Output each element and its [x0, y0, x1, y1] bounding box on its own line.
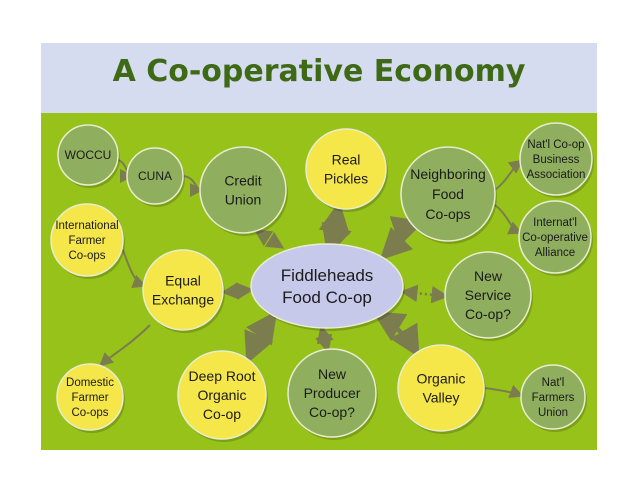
node-label-line: New	[474, 268, 503, 284]
equal-exchange-domestic-connector	[99, 324, 151, 367]
node-label-line: Co-ops	[68, 250, 105, 262]
node-label-line: Business	[533, 154, 580, 166]
node-label-line: Alliance	[535, 247, 575, 259]
organic-valley-nfu-connector	[484, 384, 524, 399]
node-label-line: Valley	[422, 389, 459, 405]
node-label-line: Association	[527, 169, 586, 181]
node-label-line: Co-op?	[309, 404, 355, 420]
node-bubble	[56, 363, 124, 431]
node-label-line: Co-op?	[465, 306, 511, 322]
node-bubble	[126, 147, 184, 205]
node-label-line: Deep Root	[189, 368, 256, 384]
node-bubble	[199, 146, 287, 234]
node-bubble	[142, 249, 224, 331]
node-label-line: Co-op	[203, 406, 241, 422]
node-bubble	[250, 243, 404, 329]
node-label-line: Producer	[304, 385, 361, 401]
credit-union-center-connector	[253, 229, 285, 249]
node-bubble	[177, 350, 267, 440]
center-organic-valley-connector	[372, 311, 420, 358]
node-label-line: Co-ops	[71, 407, 108, 419]
node-label-line: Co-operative	[522, 232, 588, 244]
node-label-line: Pickles	[324, 170, 368, 186]
node-bubble	[305, 128, 387, 210]
neighboring-ncba-connector	[494, 159, 524, 191]
node-bubble	[518, 200, 592, 274]
node-label-line: Real	[332, 151, 361, 167]
node-label-line: Equal	[165, 272, 201, 288]
node-label-line: Farmer	[68, 235, 105, 247]
node-bubble	[397, 344, 485, 432]
woccu-node: WOCCU	[57, 124, 120, 188]
node-label-line: Nat'l	[542, 377, 565, 389]
node-label-line: Internat'l	[533, 217, 577, 229]
node-label-line: WOCCU	[65, 148, 112, 162]
node-label-line: Nat'l Co-op	[527, 139, 584, 151]
diagram-title: A Co-operative Economy	[112, 54, 526, 89]
center-new-producer-connector	[315, 325, 334, 353]
cuna-node: CUNA	[126, 147, 185, 207]
node-label-line: Service	[465, 287, 512, 303]
node-label-line: Food Co-op	[282, 288, 372, 307]
node-label-line: Organic	[416, 370, 465, 386]
node-bubble	[50, 203, 124, 277]
node-label-line: Organic	[197, 387, 246, 403]
node-label-line: Exchange	[152, 291, 214, 307]
node-label-line: Co-ops	[425, 206, 470, 222]
node-label-line: Union	[225, 191, 262, 207]
node-label-line: New	[318, 366, 347, 382]
equal-exchange-center-connector	[221, 282, 254, 300]
node-label-line: Fiddleheads	[281, 266, 374, 285]
node-bubble	[444, 251, 532, 339]
intl-farmer-equal-exchange-connector	[122, 249, 147, 289]
node-bubble	[287, 348, 377, 438]
node-label-line: International	[55, 220, 118, 232]
node-label-line: Domestic	[66, 377, 114, 389]
node-bubble	[519, 122, 593, 196]
center-new-service-connector	[400, 284, 449, 304]
node-label-line: Farmers	[532, 392, 575, 404]
node-bubble	[520, 364, 586, 430]
node-label-line: Neighboring	[410, 166, 486, 182]
node-bubble	[400, 146, 496, 242]
node-bubble	[57, 124, 119, 186]
connector-group	[99, 158, 524, 399]
node-label-line: Farmer	[71, 392, 108, 404]
title-band	[41, 43, 597, 113]
center-real-pickles-connector	[318, 201, 352, 257]
center-neighboring-connector	[379, 216, 425, 261]
cuna-credit-union-connector	[181, 175, 204, 197]
node-label-line: Food	[432, 186, 464, 202]
node-label-line: Credit	[224, 172, 261, 188]
neighboring-ica-connector	[494, 204, 523, 235]
center-deep-root-connector	[244, 310, 278, 365]
node-label-line: CUNA	[138, 169, 172, 183]
node-label-line: Union	[538, 407, 568, 419]
